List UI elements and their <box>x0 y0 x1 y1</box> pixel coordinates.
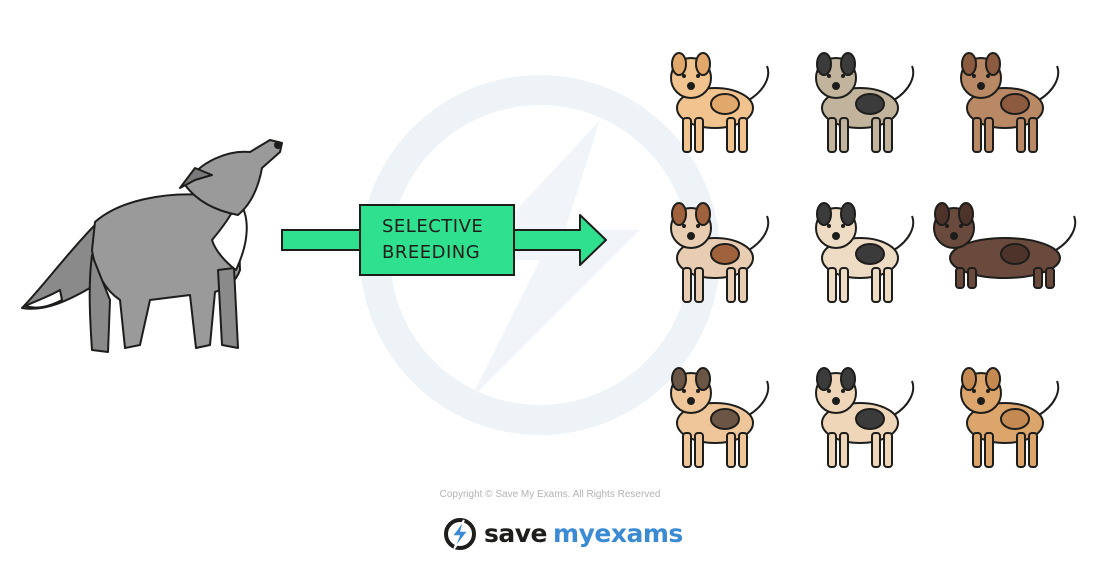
dog-pug <box>670 367 770 468</box>
arrow-label-line1: SELECTIVE <box>382 216 484 237</box>
dog-german-shepherd <box>960 52 1060 153</box>
wolf <box>21 139 283 353</box>
dog-beagle <box>815 367 915 468</box>
copyright-text: Copyright © Save My Exams. All Rights Re… <box>439 489 661 500</box>
dog-french-bulldog <box>815 202 915 303</box>
dog-husky <box>815 52 915 153</box>
dog-grid <box>670 52 1077 468</box>
dog-golden-retriever <box>670 52 770 153</box>
dog-dachshund <box>933 202 1077 289</box>
dog-red-setter <box>960 367 1060 468</box>
arrow-label: SELECTIVE BREEDING <box>360 205 514 275</box>
lightning-icon <box>444 518 476 550</box>
selective-breeding-arrow <box>281 204 607 276</box>
brand-word-myexams: myexams <box>553 519 683 548</box>
brand-word-save: save <box>484 519 548 548</box>
arrow-label-line2: BREEDING <box>382 242 481 263</box>
dog-bulldog <box>670 202 770 303</box>
